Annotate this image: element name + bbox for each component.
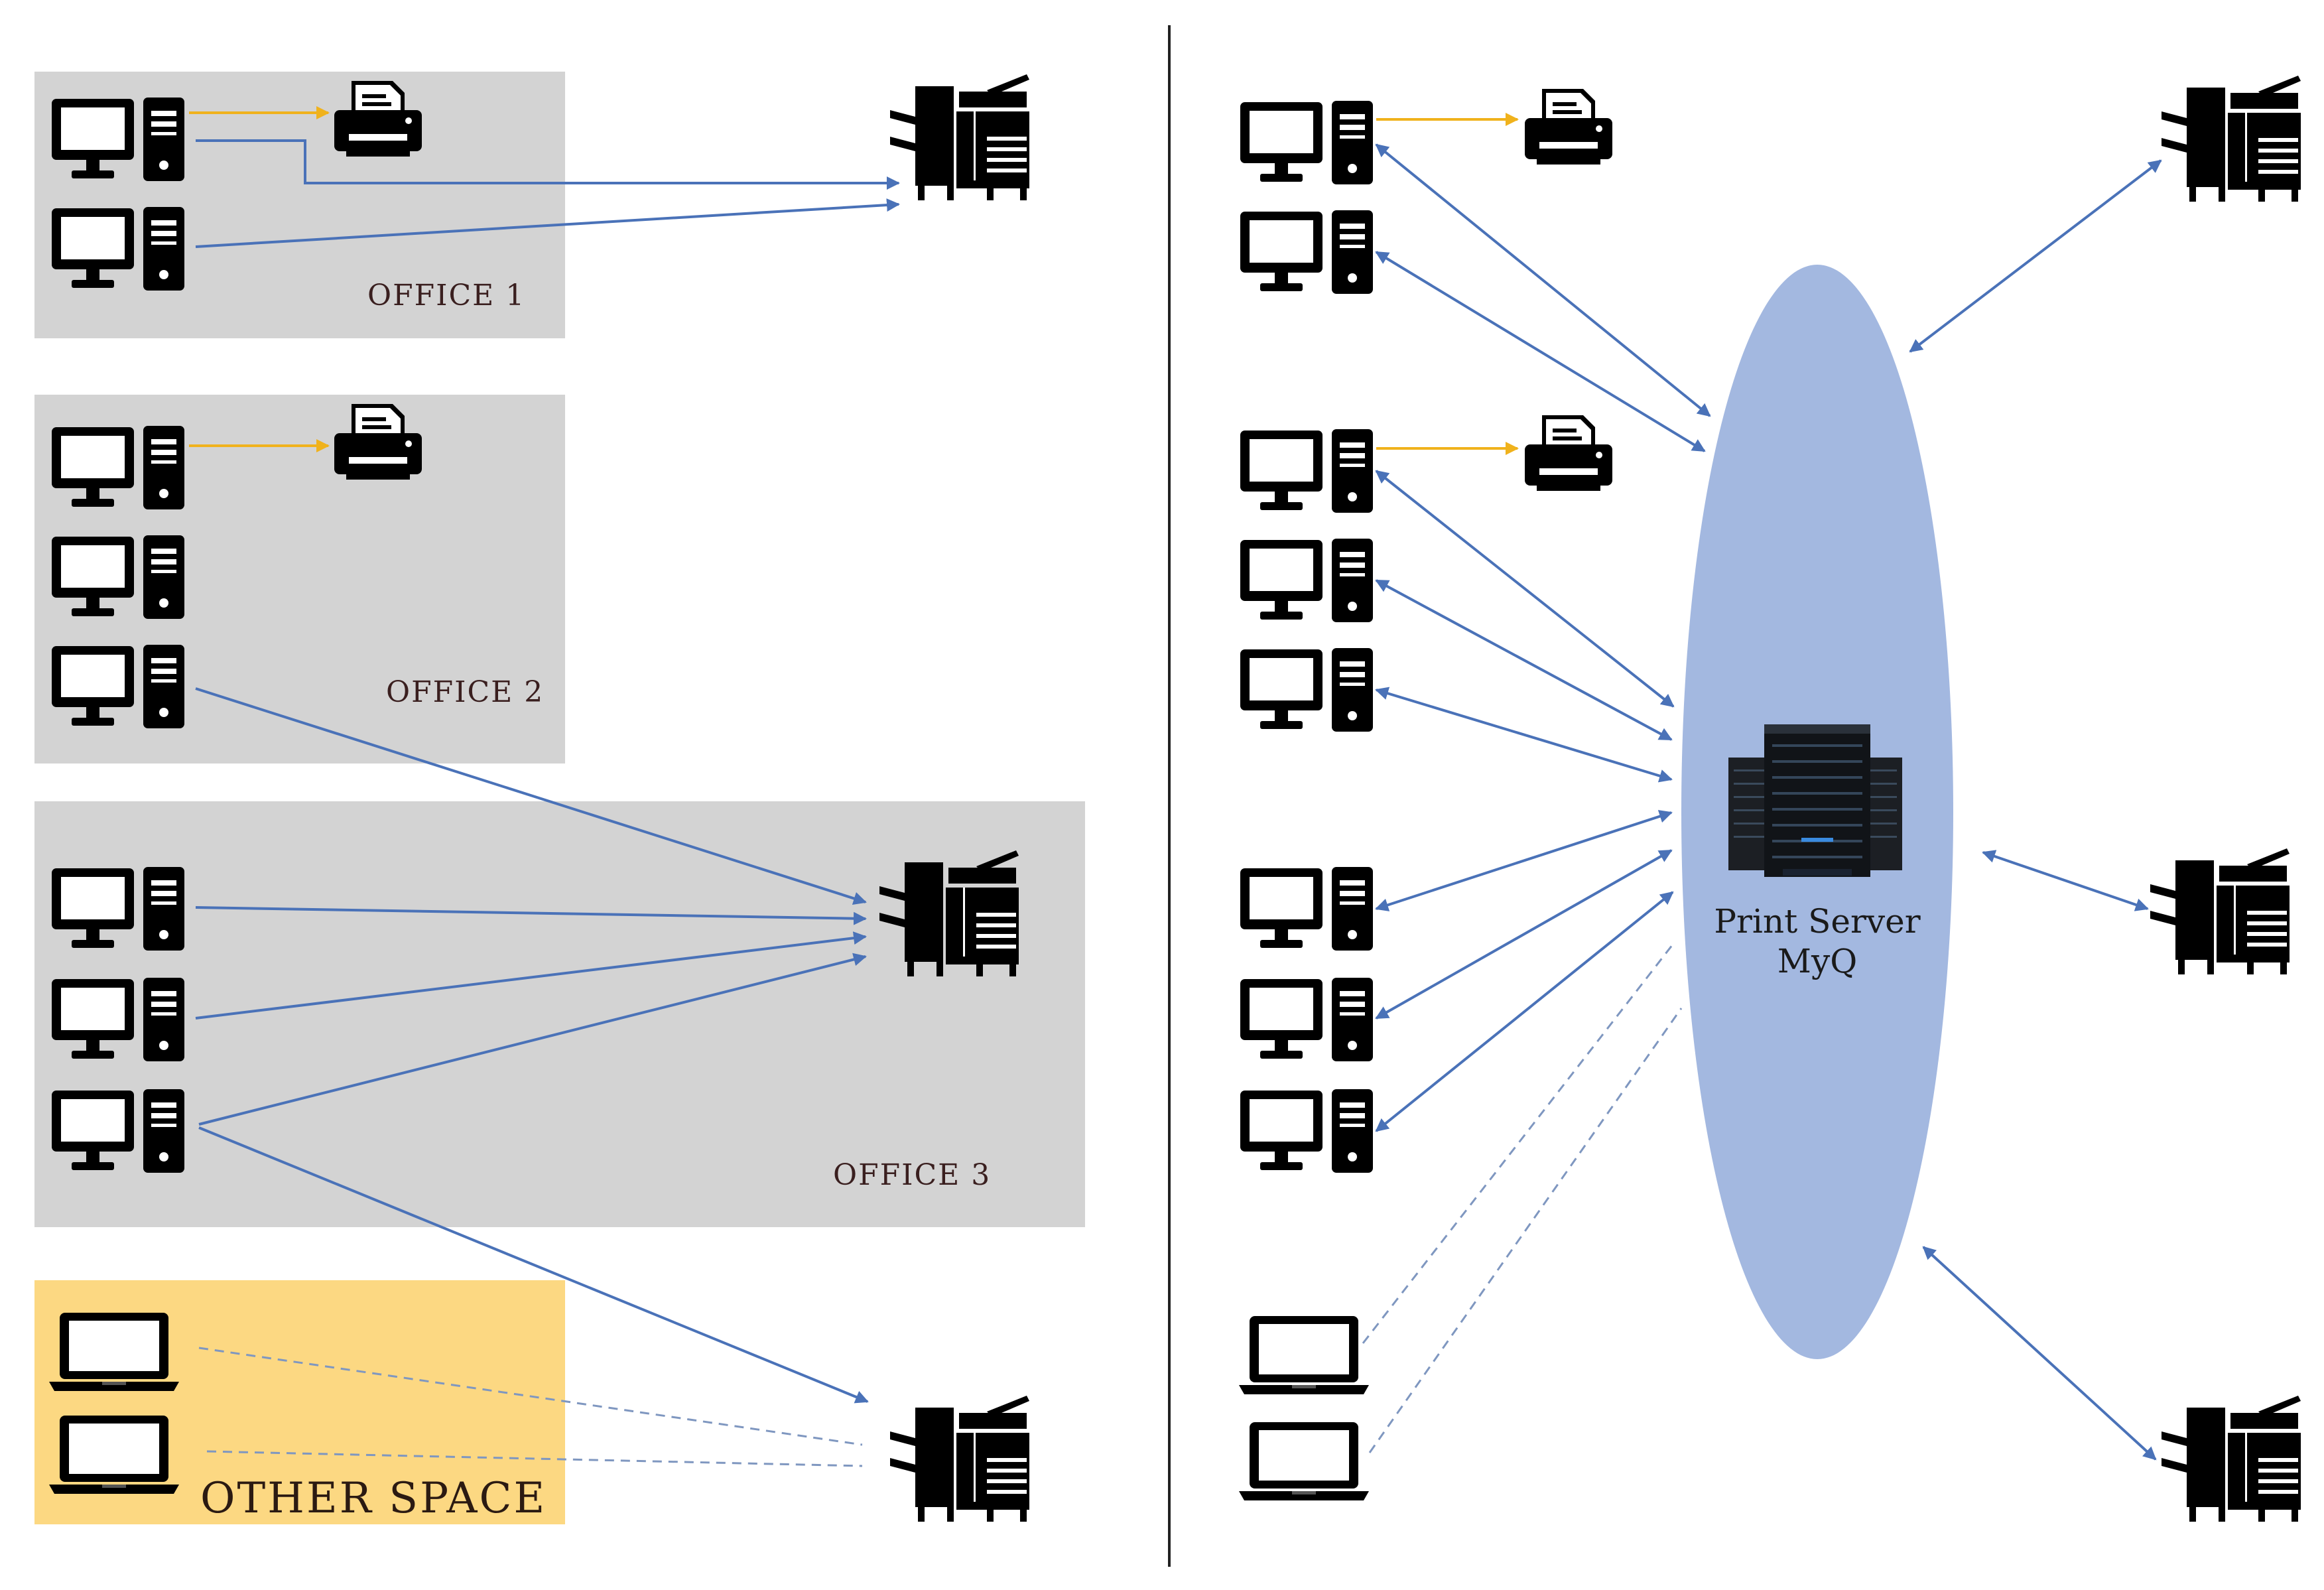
desktop-computer-icon bbox=[1240, 210, 1373, 294]
network-arrow bbox=[195, 198, 900, 248]
multifunction-printer-icon bbox=[2150, 848, 2290, 974]
bidirectional-link bbox=[1375, 891, 1674, 1132]
desktop-computer-icon bbox=[1240, 1089, 1373, 1173]
network-arrow bbox=[195, 931, 867, 1020]
multifunction-printer-icon bbox=[890, 1396, 1029, 1522]
server-label-line-1: Print Server bbox=[1714, 902, 1920, 941]
office-1-label: OFFICE 1 bbox=[367, 279, 525, 312]
bidirectional-link bbox=[1375, 470, 1675, 708]
network-arrow bbox=[195, 906, 867, 925]
bidirectional-link bbox=[1909, 159, 2162, 353]
network-arrow bbox=[195, 687, 867, 905]
local-printer-icon bbox=[1525, 415, 1612, 491]
wireless-link bbox=[206, 1450, 863, 1467]
bidirectional-link bbox=[1375, 687, 1673, 783]
desktop-computer-icon bbox=[1240, 101, 1373, 184]
local-printer-icon bbox=[1525, 89, 1612, 165]
desktop-computer-icon bbox=[1240, 429, 1373, 513]
multifunction-printer-icon bbox=[2162, 1396, 2301, 1522]
office-2-label: OFFICE 2 bbox=[386, 675, 544, 709]
wireless-link bbox=[198, 1347, 863, 1446]
left-panel: OFFICE 1 OFFICE 2 OFFICE 3 OTHER SPACE bbox=[34, 72, 1085, 1524]
bidirectional-link bbox=[1922, 1246, 2157, 1461]
desktop-computer-icon bbox=[1240, 867, 1373, 951]
desktop-computer-icon bbox=[1240, 539, 1373, 622]
laptop-icon bbox=[1239, 1316, 1369, 1394]
desktop-computer-icon bbox=[1240, 648, 1373, 732]
network-arrow bbox=[196, 139, 900, 190]
bidirectional-link bbox=[1375, 251, 1706, 452]
bidirectional-link bbox=[1375, 579, 1673, 741]
wireless-link bbox=[1368, 1008, 1683, 1453]
other-space-label: OTHER SPACE bbox=[200, 1474, 547, 1523]
laptop-icon bbox=[1239, 1422, 1369, 1500]
bidirectional-link bbox=[1375, 849, 1673, 1020]
bidirectional-link bbox=[1375, 810, 1673, 911]
bidirectional-link bbox=[1375, 143, 1711, 417]
server-rack-icon bbox=[1728, 724, 1902, 877]
wireless-link bbox=[1362, 941, 1676, 1344]
network-arrow bbox=[198, 953, 867, 1126]
multifunction-printer-icon bbox=[890, 74, 1029, 200]
desktop-computer-icon bbox=[1240, 978, 1373, 1061]
multifunction-printer-icon bbox=[2162, 76, 2301, 202]
network-arrow bbox=[198, 1126, 869, 1404]
bidirectional-link bbox=[1982, 850, 2149, 911]
server-label-line-2: MyQ bbox=[1777, 942, 1857, 980]
right-panel: Print Server MyQ bbox=[1239, 76, 2301, 1522]
office-3-label: OFFICE 3 bbox=[833, 1158, 991, 1192]
